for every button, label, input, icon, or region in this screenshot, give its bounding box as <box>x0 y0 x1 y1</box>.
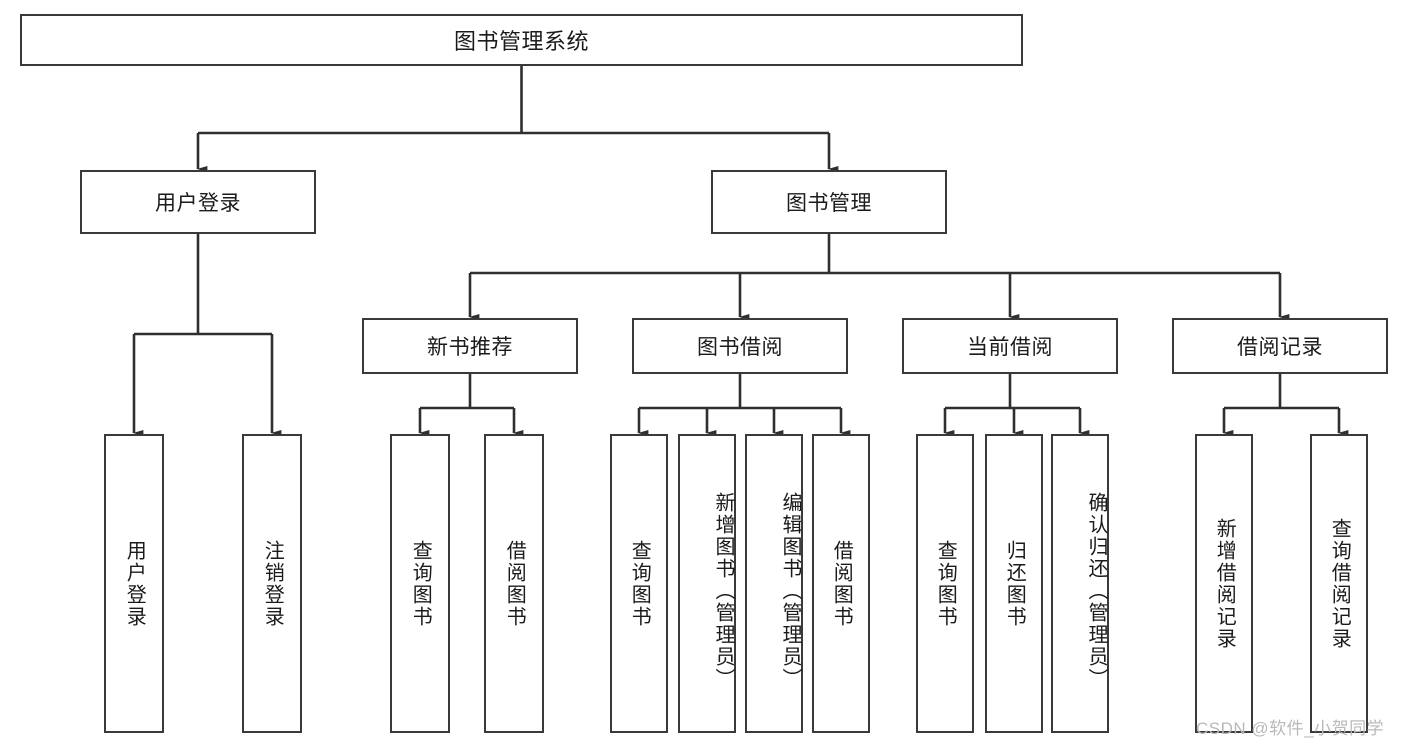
node-book-borrow[interactable]: 图书借阅 <box>632 318 848 374</box>
node-root-system[interactable]: 图书管理系统 <box>20 14 1023 66</box>
node-leaf-confirm-return-admin[interactable]: 确认归还（管理员） <box>1051 434 1109 733</box>
node-book-manage[interactable]: 图书管理 <box>711 170 947 234</box>
node-leaf-user-login[interactable]: 用户登录 <box>104 434 164 733</box>
node-leaf-query-borrow-record[interactable]: 查询借阅记录 <box>1310 434 1368 733</box>
node-leaf-borrow-book-2[interactable]: 借阅图书 <box>812 434 870 733</box>
csdn-watermark: CSDN @软件_小贺同学 <box>1196 719 1385 738</box>
node-leaf-query-book-2[interactable]: 查询图书 <box>610 434 668 733</box>
node-leaf-logout[interactable]: 注销登录 <box>242 434 302 733</box>
node-leaf-query-book-1[interactable]: 查询图书 <box>390 434 450 733</box>
node-new-book-recommend[interactable]: 新书推荐 <box>362 318 578 374</box>
node-current-borrow[interactable]: 当前借阅 <box>902 318 1118 374</box>
node-user-login[interactable]: 用户登录 <box>80 170 316 234</box>
node-leaf-add-book-admin[interactable]: 新增图书（管理员） <box>678 434 736 733</box>
node-leaf-return-book[interactable]: 归还图书 <box>985 434 1043 733</box>
node-borrow-record[interactable]: 借阅记录 <box>1172 318 1388 374</box>
node-leaf-query-book-3[interactable]: 查询图书 <box>916 434 974 733</box>
node-leaf-add-borrow-record[interactable]: 新增借阅记录 <box>1195 434 1253 733</box>
node-leaf-edit-book-admin[interactable]: 编辑图书（管理员） <box>745 434 803 733</box>
node-leaf-borrow-book-1[interactable]: 借阅图书 <box>484 434 544 733</box>
